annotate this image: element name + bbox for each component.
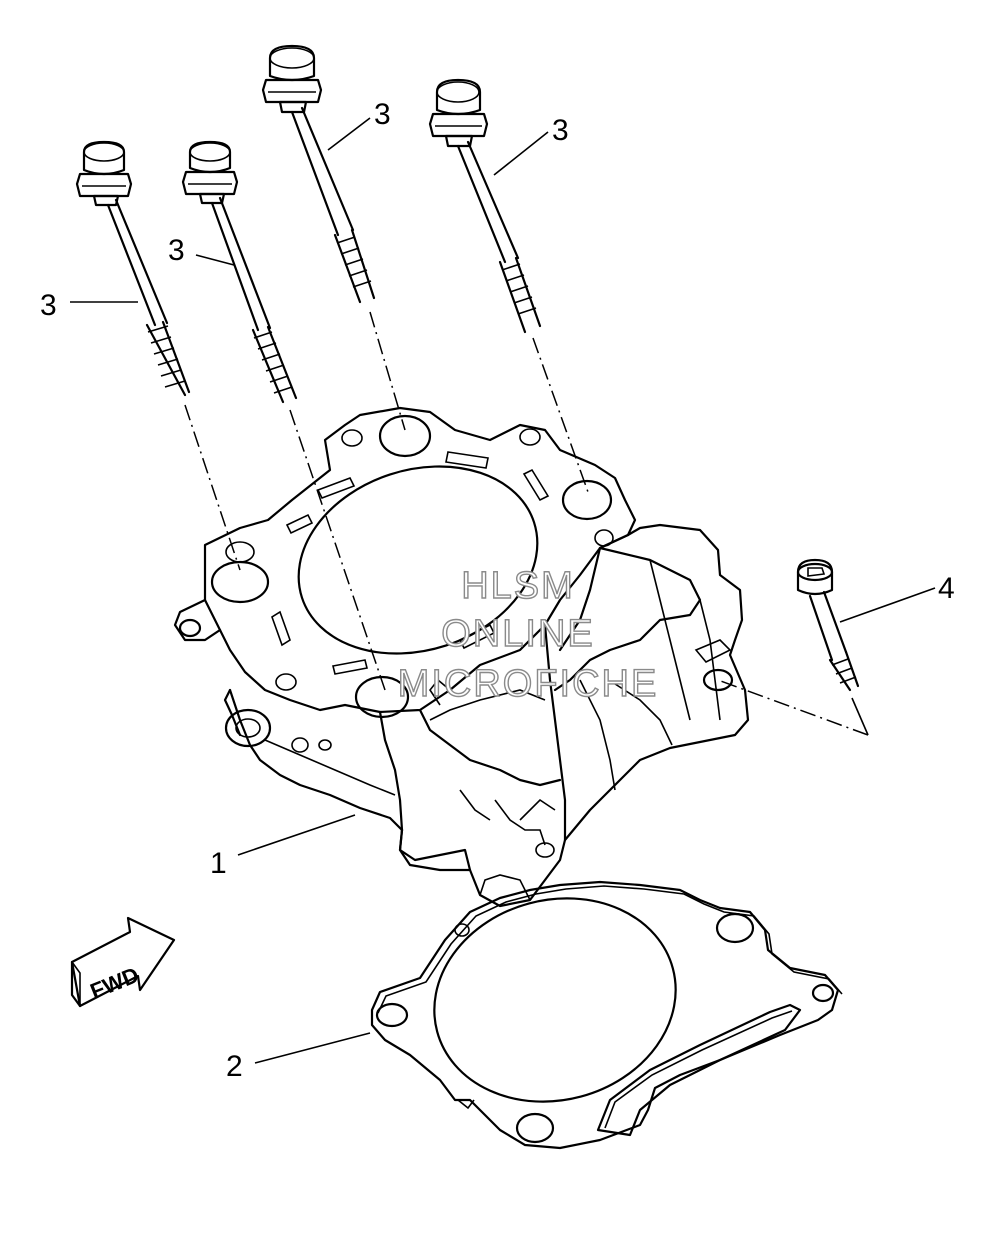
watermark-line-3: MICROFICHE — [398, 663, 659, 705]
fwd-label: FWD — [87, 962, 143, 1004]
callout-1: 1 — [210, 847, 227, 880]
stud-bolt-4 — [428, 78, 542, 334]
callout-2: 2 — [226, 1050, 243, 1083]
watermark-line-2: ONLINE — [441, 613, 594, 655]
watermark-line-1: HLSM — [461, 565, 575, 607]
alignment-lines — [184, 311, 869, 736]
callout-3-b: 3 — [168, 234, 185, 267]
cylinder-gasket — [370, 880, 843, 1150]
stud-bolt-3 — [261, 44, 376, 304]
stud-bolt-2 — [181, 140, 298, 404]
fwd-arrow-icon: FWD — [70, 916, 176, 1008]
watermark: HLSM ONLINE MICROFICHE — [397, 564, 659, 705]
callout-3-d: 3 — [552, 114, 569, 147]
socket-bolt — [796, 558, 860, 692]
callout-3-c: 3 — [374, 98, 391, 131]
callout-3-a: 3 — [40, 289, 57, 322]
cylinder-block — [173, 406, 750, 908]
callout-4: 4 — [938, 572, 955, 605]
leader-lines — [70, 117, 936, 1064]
stud-bolt-1 — [75, 140, 191, 397]
